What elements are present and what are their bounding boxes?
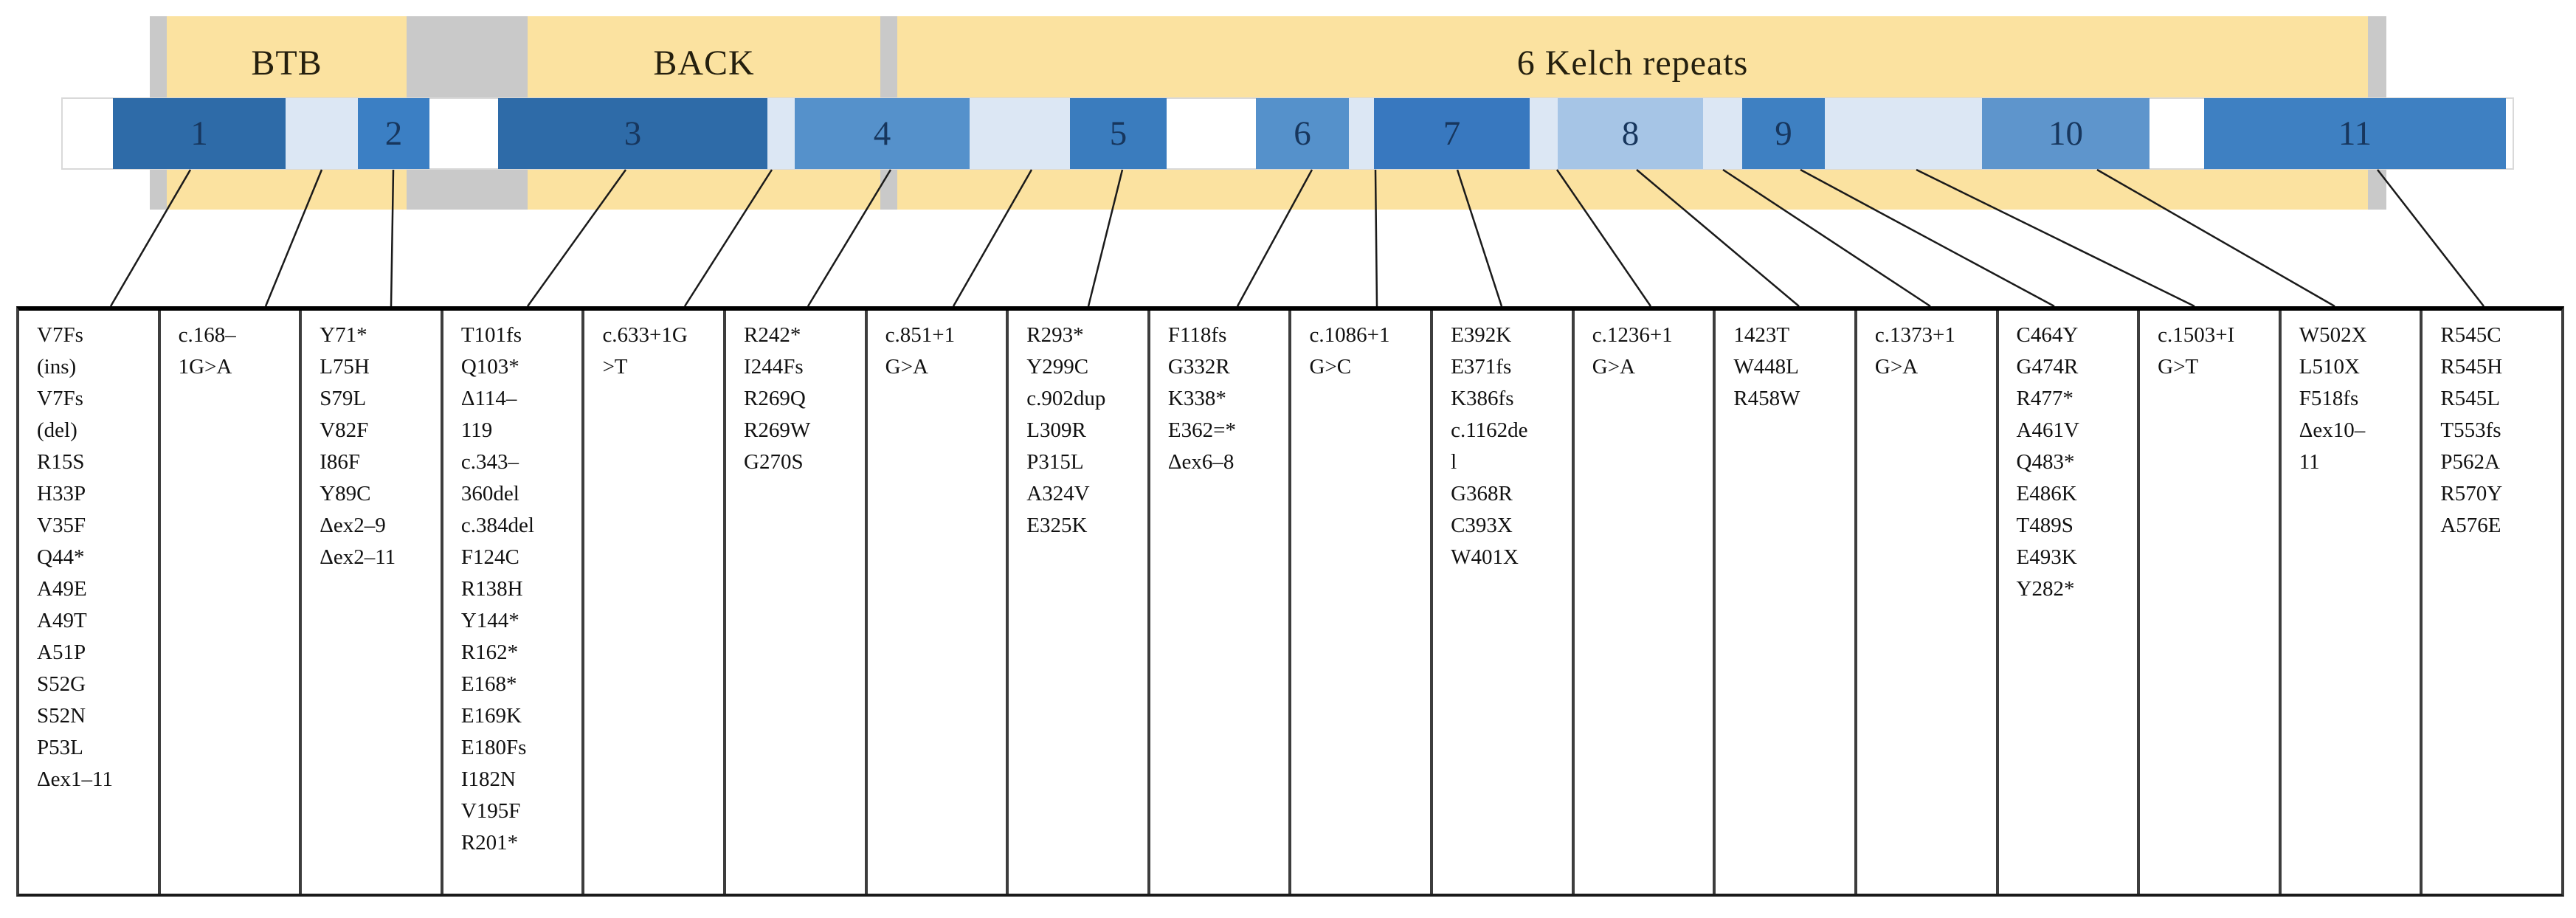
mutation-list: c.1086+1 G>C — [1309, 323, 1390, 379]
mutation-box-3: Y71* L75H S79L V82F I86F Y89C Δex2–9 Δex… — [299, 311, 441, 894]
exon-8: 8 — [1558, 98, 1703, 169]
mutation-list: W502X L510X F518fs Δex10– 11 — [2299, 323, 2367, 474]
mutation-list: c.1373+1 G>A — [1874, 323, 1955, 379]
mutation-box-8: R293* Y299C c.902dup L309R P315L A324V E… — [1006, 311, 1147, 894]
mutation-box-14: c.1373+1 G>A — [1854, 311, 1996, 894]
mutation-list: R293* Y299C c.902dup L309R P315L A324V E… — [1026, 323, 1106, 537]
mutation-list: T101fs Q103* Δ114– 119 c.343– 360del c.3… — [460, 323, 534, 855]
mutation-list: C464Y G474R R477* A461V Q483* E486K T489… — [2016, 323, 2079, 601]
mutation-box-17: W502X L510X F518fs Δex10– 11 — [2278, 311, 2420, 894]
mutation-box-10: c.1086+1 G>C — [1288, 311, 1430, 894]
intron-segment-6 — [1349, 98, 1374, 169]
domain-back-label: BACK — [653, 44, 755, 83]
mutation-box-18: R545C R545H R545L T553fs P562A R570Y A57… — [2420, 311, 2561, 894]
mutation-list: R242* I244Fs R269Q R269W G270S — [744, 323, 811, 474]
domain-btb-label: BTB — [251, 44, 322, 83]
domain-kelch-label: 6 Kelch repeats — [1516, 44, 1749, 83]
exon-5: 5 — [1070, 98, 1167, 169]
mutation-box-2: c.168– 1G>A — [157, 311, 300, 894]
mutation-box-1: V7Fs (ins) V7Fs (del) R15S H33P V35F Q44… — [19, 311, 158, 894]
mutation-list: c.1503+I G>T — [2158, 323, 2235, 379]
mutation-list: V7Fs (ins) V7Fs (del) R15S H33P V35F Q44… — [37, 323, 113, 791]
mutation-list: c.1236+1 G>A — [1592, 323, 1673, 379]
intron-segment-1 — [286, 98, 358, 169]
intron-segment-8 — [1703, 98, 1742, 169]
mutation-list: F118fs G332R K338* E362=* Δex6–8 — [1167, 323, 1236, 474]
exon-9: 9 — [1742, 98, 1825, 169]
mutation-box-12: c.1236+1 G>A — [1571, 311, 1713, 894]
mutation-box-9: F118fs G332R K338* E362=* Δex6–8 — [1147, 311, 1289, 894]
connector-line-18 — [2377, 169, 2485, 307]
mutation-list: R545C R545H R545L T553fs P562A R570Y A57… — [2440, 323, 2503, 537]
mutation-list: c.168– 1G>A — [178, 323, 236, 379]
mutation-box-6: R242* I244Fs R269Q R269W G270S — [723, 311, 865, 894]
mutation-box-11: E392K E371fs K386fs c.1162de l G368R C39… — [1430, 311, 1572, 894]
exon-2: 2 — [358, 98, 429, 169]
intron-segment-9 — [1825, 98, 1982, 169]
mutation-list: E392K E371fs K386fs c.1162de l G368R C39… — [1451, 323, 1528, 569]
mutation-list: c.851+1 G>A — [885, 323, 956, 379]
exon-6: 6 — [1256, 98, 1349, 169]
exon-4: 4 — [795, 98, 970, 169]
intron-segment-3 — [767, 98, 795, 169]
exon-1: 1 — [113, 98, 286, 169]
mutation-table: V7Fs (ins) V7Fs (del) R15S H33P V35F Q44… — [16, 306, 2564, 897]
mutation-box-13: 1423T W448L R458W — [1713, 311, 1854, 894]
exon-11: 11 — [2204, 98, 2506, 169]
mutation-list: 1423T W448L R458W — [1733, 323, 1800, 410]
mutation-box-15: C464Y G474R R477* A461V Q483* E486K T489… — [1995, 311, 2138, 894]
intron-segment-7 — [1530, 98, 1558, 169]
exon-3: 3 — [498, 98, 767, 169]
exon-7: 7 — [1374, 98, 1530, 169]
mutation-box-16: c.1503+I G>T — [2137, 311, 2279, 894]
mutation-list: c.633+1G >T — [602, 323, 688, 379]
intron-segment-4 — [970, 98, 1070, 169]
mutation-list: Y71* L75H S79L V82F I86F Y89C Δex2–9 Δex… — [320, 323, 396, 569]
mutation-box-7: c.851+1 G>A — [864, 311, 1006, 894]
exon-10: 10 — [1982, 98, 2149, 169]
mutation-box-5: c.633+1G >T — [581, 311, 723, 894]
mutation-box-4: T101fs Q103* Δ114– 119 c.343– 360del c.3… — [440, 311, 582, 894]
